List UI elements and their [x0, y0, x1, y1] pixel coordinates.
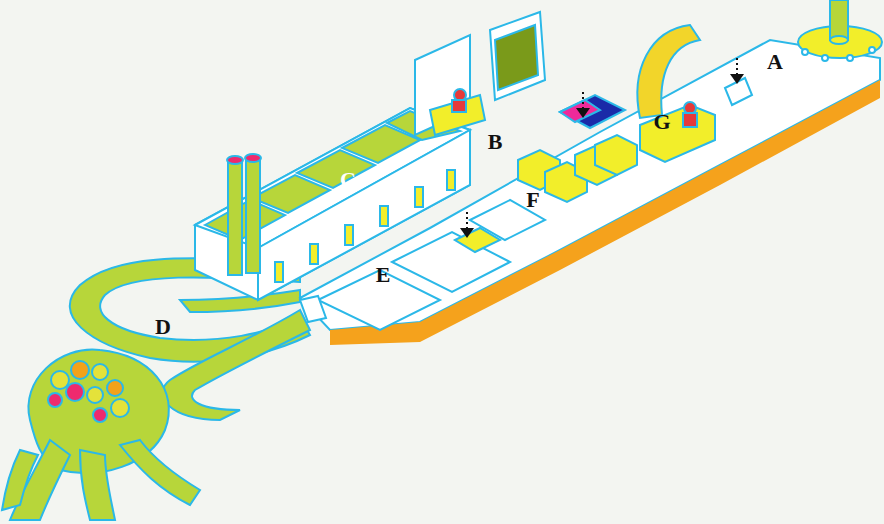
callout-letter: B [488, 131, 503, 153]
callout-letter: E [376, 264, 391, 286]
rotunda [798, 0, 882, 61]
callout-letter: F [526, 189, 539, 211]
callout-letter: A [767, 51, 783, 73]
callout-letter: C [340, 169, 356, 191]
stairs [725, 78, 752, 105]
down-arrow [460, 58, 744, 238]
cabin [415, 12, 545, 135]
room-hall [195, 108, 470, 300]
callout-letter: D [155, 316, 171, 338]
booth [640, 102, 715, 162]
callout-letter: G [653, 111, 670, 133]
